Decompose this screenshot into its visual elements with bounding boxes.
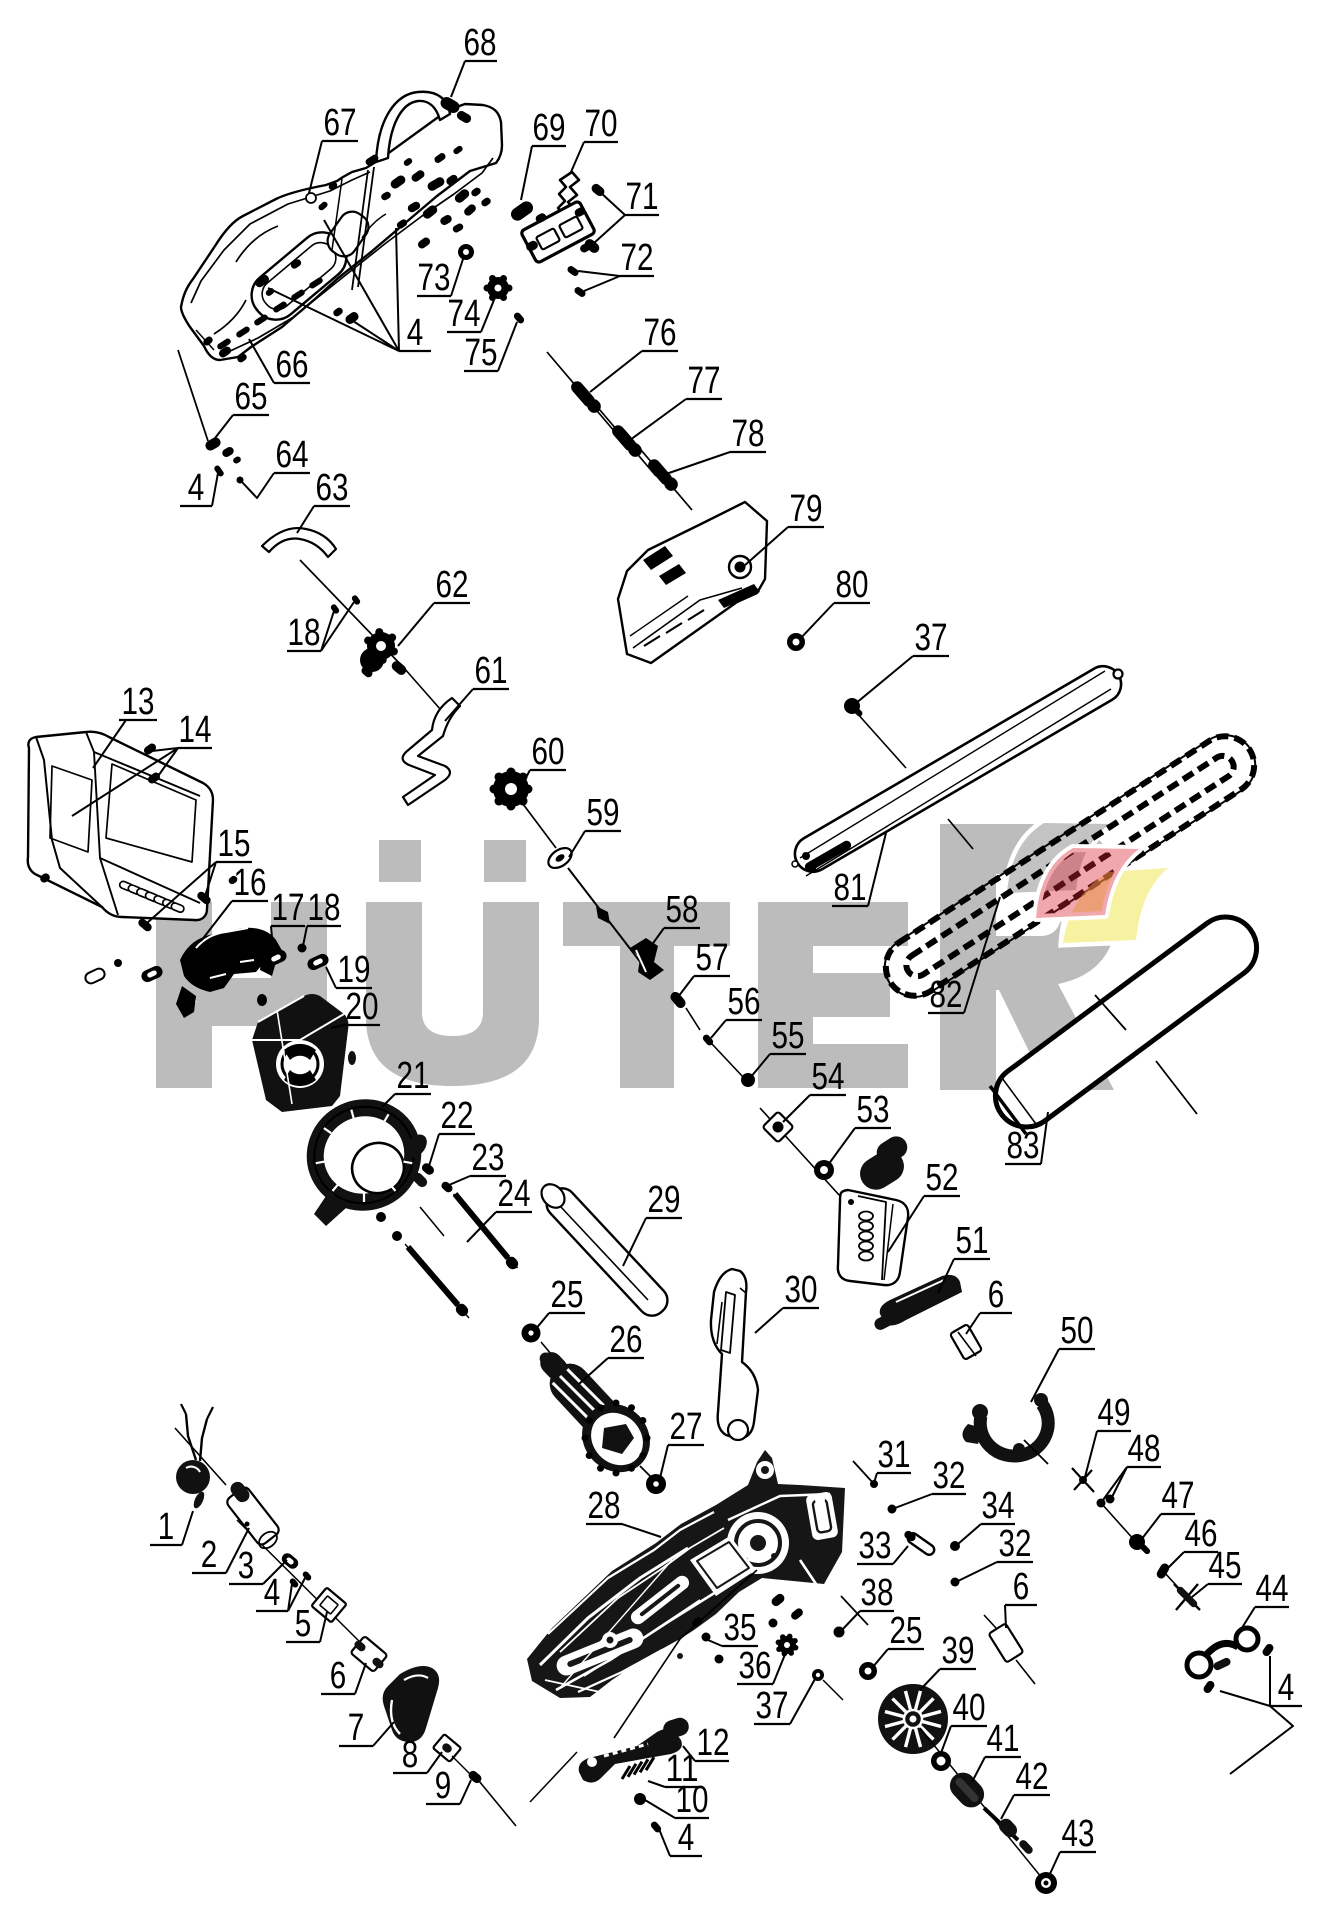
svg-text:20: 20: [346, 986, 379, 1028]
svg-text:65: 65: [235, 376, 268, 418]
svg-text:33: 33: [859, 1525, 892, 1567]
svg-text:50: 50: [1061, 1310, 1094, 1352]
svg-text:2: 2: [201, 1534, 218, 1576]
svg-text:11: 11: [666, 1748, 699, 1790]
svg-text:82: 82: [930, 974, 963, 1016]
svg-text:6: 6: [988, 1274, 1005, 1316]
svg-text:5: 5: [295, 1603, 312, 1645]
svg-text:69: 69: [533, 107, 566, 149]
svg-text:1: 1: [158, 1506, 175, 1548]
svg-text:28: 28: [588, 1485, 621, 1527]
svg-text:4: 4: [678, 1817, 695, 1859]
svg-text:25: 25: [890, 1610, 923, 1652]
svg-text:40: 40: [953, 1687, 986, 1729]
svg-text:4: 4: [407, 312, 424, 354]
svg-text:39: 39: [942, 1630, 975, 1672]
svg-text:8: 8: [402, 1734, 419, 1776]
svg-text:32: 32: [999, 1523, 1032, 1565]
svg-text:14: 14: [179, 709, 212, 751]
svg-text:46: 46: [1185, 1513, 1218, 1555]
svg-text:3: 3: [238, 1545, 255, 1587]
svg-text:70: 70: [585, 103, 618, 145]
svg-text:71: 71: [626, 176, 659, 218]
svg-text:30: 30: [785, 1269, 818, 1311]
svg-text:61: 61: [475, 650, 508, 692]
svg-text:34: 34: [982, 1485, 1015, 1527]
svg-text:80: 80: [836, 564, 869, 606]
svg-text:26: 26: [610, 1319, 643, 1361]
svg-text:74: 74: [448, 293, 481, 335]
svg-text:16: 16: [234, 862, 267, 904]
svg-text:45: 45: [1209, 1545, 1242, 1587]
svg-text:54: 54: [812, 1056, 845, 1098]
svg-text:66: 66: [276, 344, 309, 386]
svg-text:37: 37: [756, 1685, 789, 1727]
svg-text:10: 10: [676, 1779, 709, 1821]
svg-text:59: 59: [587, 792, 620, 834]
svg-text:35: 35: [724, 1607, 757, 1649]
svg-text:12: 12: [697, 1722, 730, 1764]
svg-text:15: 15: [218, 823, 251, 865]
svg-text:4: 4: [1278, 1667, 1295, 1709]
svg-text:81: 81: [834, 867, 867, 909]
svg-text:67: 67: [324, 102, 357, 144]
svg-text:73: 73: [418, 257, 451, 299]
svg-text:51: 51: [956, 1220, 989, 1262]
svg-text:6: 6: [330, 1655, 347, 1697]
svg-text:25: 25: [551, 1274, 584, 1316]
svg-text:57: 57: [696, 937, 729, 979]
svg-text:49: 49: [1098, 1392, 1131, 1434]
svg-text:38: 38: [861, 1572, 894, 1614]
svg-text:72: 72: [621, 237, 654, 279]
svg-text:4: 4: [188, 467, 205, 509]
svg-text:53: 53: [857, 1089, 890, 1131]
svg-text:36: 36: [739, 1645, 772, 1687]
svg-text:44: 44: [1256, 1568, 1289, 1610]
svg-text:79: 79: [790, 488, 823, 530]
svg-text:19: 19: [338, 949, 371, 991]
svg-text:83: 83: [1007, 1125, 1040, 1167]
svg-text:29: 29: [648, 1179, 681, 1221]
svg-text:42: 42: [1016, 1756, 1049, 1798]
svg-text:21: 21: [397, 1055, 430, 1097]
svg-text:55: 55: [772, 1015, 805, 1057]
svg-text:24: 24: [498, 1173, 531, 1215]
svg-text:27: 27: [670, 1406, 703, 1448]
svg-text:4: 4: [264, 1572, 281, 1614]
svg-text:76: 76: [644, 312, 677, 354]
svg-text:18: 18: [308, 887, 341, 929]
svg-text:37: 37: [915, 617, 948, 659]
svg-text:48: 48: [1128, 1428, 1161, 1470]
svg-text:64: 64: [276, 434, 309, 476]
svg-text:22: 22: [441, 1095, 474, 1137]
svg-text:78: 78: [732, 413, 765, 455]
svg-text:56: 56: [728, 981, 761, 1023]
svg-text:62: 62: [436, 564, 469, 606]
svg-text:17: 17: [272, 887, 305, 929]
svg-text:18: 18: [288, 612, 321, 654]
svg-text:9: 9: [435, 1765, 452, 1807]
svg-text:6: 6: [1013, 1566, 1030, 1608]
svg-text:63: 63: [316, 467, 349, 509]
svg-text:23: 23: [472, 1137, 505, 1179]
svg-text:60: 60: [532, 731, 565, 773]
svg-text:41: 41: [987, 1718, 1020, 1760]
svg-text:77: 77: [688, 360, 721, 402]
svg-text:13: 13: [122, 681, 155, 723]
svg-text:7: 7: [348, 1707, 365, 1749]
svg-text:31: 31: [878, 1434, 911, 1476]
svg-text:68: 68: [464, 22, 497, 64]
svg-text:58: 58: [666, 889, 699, 931]
svg-text:75: 75: [465, 332, 498, 374]
svg-text:32: 32: [933, 1455, 966, 1497]
svg-text:43: 43: [1062, 1813, 1095, 1855]
svg-text:52: 52: [926, 1157, 959, 1199]
svg-text:47: 47: [1162, 1475, 1195, 1517]
